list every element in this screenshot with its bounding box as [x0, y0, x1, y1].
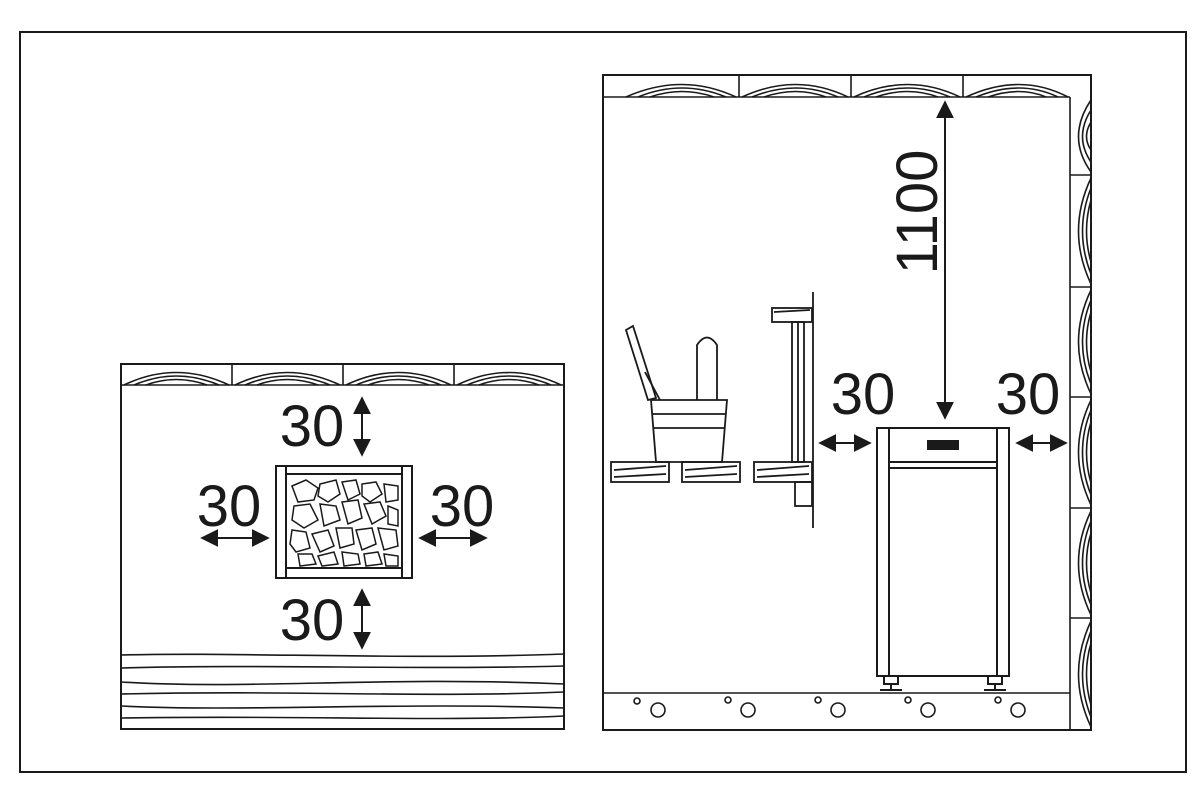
side-view-floor: [603, 692, 1070, 718]
side-view-panel: 1100 30 30: [602, 74, 1092, 731]
right-clearance-label: 30: [430, 474, 495, 539]
top-view-floor-planks: [120, 653, 565, 720]
bench-backrest: [771, 307, 813, 463]
left-clearance-label: 30: [197, 474, 262, 539]
wall-clearance-label: 30: [996, 362, 1061, 427]
side-view-room-outline: [602, 74, 1092, 731]
side-view-wall-planks: [1069, 97, 1092, 730]
top-view-ceiling-planks: [121, 364, 564, 386]
top-view-panel: 30 30 30 30: [120, 363, 565, 730]
side-view-arrows: [818, 100, 1068, 452]
heater-logo-plate: [927, 440, 959, 450]
bottom-clearance-label: 30: [280, 588, 345, 653]
heater-side-view: [876, 427, 1010, 691]
outer-frame: [19, 31, 1187, 773]
ceiling-clearance-label: 1100: [885, 150, 950, 275]
bench: [610, 292, 814, 528]
heater-stones: [289, 479, 399, 567]
sauna-bucket: [650, 336, 728, 463]
bench-clearance-label: 30: [831, 362, 896, 427]
side-view-ceiling-planks: [603, 75, 1070, 98]
top-clearance-label: 30: [280, 394, 345, 459]
sauna-ladle: [624, 324, 661, 402]
top-view-arrows: [200, 396, 488, 650]
heater-top-view: [275, 465, 413, 579]
